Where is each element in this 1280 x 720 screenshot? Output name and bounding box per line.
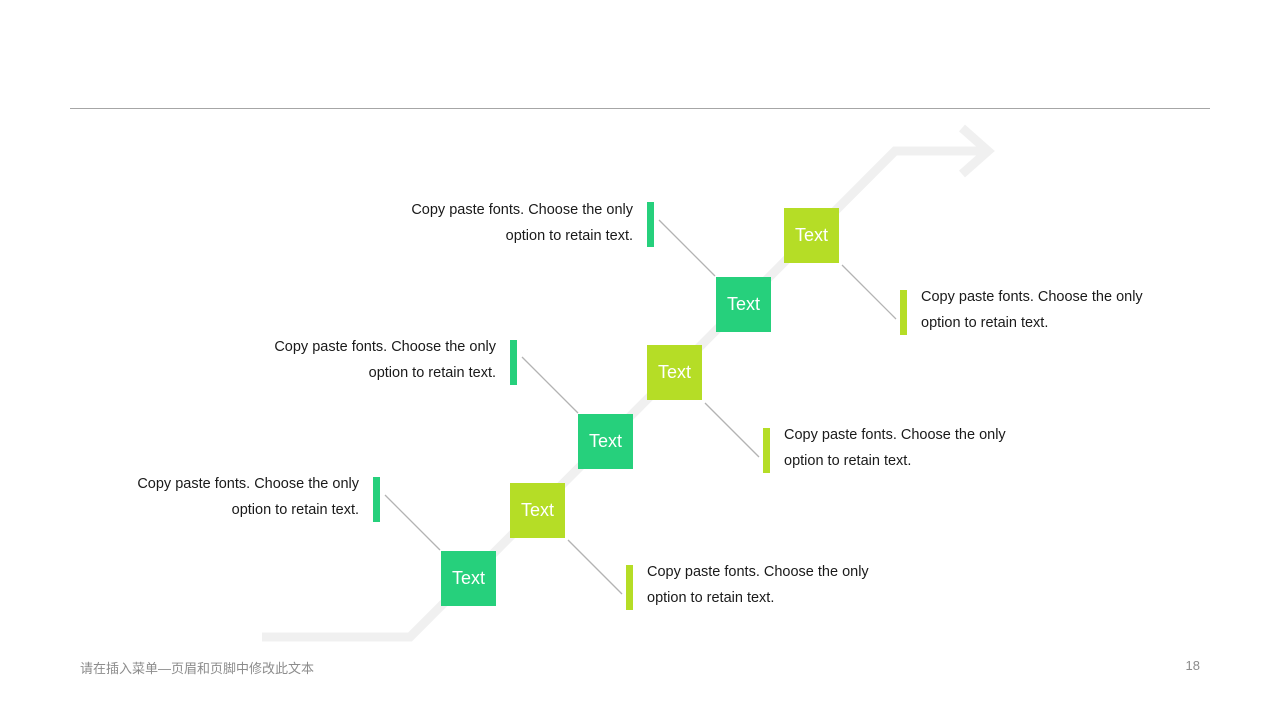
connector-line xyxy=(658,219,716,277)
step-label: Text xyxy=(451,568,485,588)
step-caption-5: Copy paste fonts. Choose the only option… xyxy=(373,197,633,249)
step-marker-bar xyxy=(373,477,380,522)
caption-line: Copy paste fonts. Choose the only xyxy=(137,476,359,492)
step-marker-bar xyxy=(647,202,654,247)
caption-line: Copy paste fonts. Choose the only xyxy=(411,202,633,218)
step-box-6: Text xyxy=(784,208,839,263)
caption-line: option to retain text. xyxy=(505,228,633,244)
step-caption-3: Copy paste fonts. Choose the only option… xyxy=(236,334,496,386)
step-caption-6: Copy paste fonts. Choose the only option… xyxy=(921,284,1181,336)
step-marker-bar xyxy=(626,565,633,610)
caption-line: Copy paste fonts. Choose the only xyxy=(921,289,1143,305)
caption-line: Copy paste fonts. Choose the only xyxy=(274,339,496,355)
step-label: Text xyxy=(794,225,828,245)
step-caption-4: Copy paste fonts. Choose the only option… xyxy=(784,422,1044,474)
step-label: Text xyxy=(588,431,622,451)
step-box-4: Text xyxy=(647,345,702,400)
step-box-1: Text xyxy=(441,551,496,606)
connector-line xyxy=(841,264,897,320)
header-divider xyxy=(70,108,1210,109)
step-caption-2: Copy paste fonts. Choose the only option… xyxy=(647,559,907,611)
step-marker-bar xyxy=(763,428,770,473)
caption-line: option to retain text. xyxy=(647,590,775,606)
arrow-head-icon xyxy=(959,124,995,178)
connector-line xyxy=(704,402,760,458)
caption-line: Copy paste fonts. Choose the only xyxy=(784,427,1006,443)
caption-line: option to retain text. xyxy=(784,453,912,469)
step-label: Text xyxy=(657,362,691,382)
connector-line xyxy=(521,356,579,414)
step-box-2: Text xyxy=(510,483,565,538)
caption-line: option to retain text. xyxy=(368,365,496,381)
step-box-5: Text xyxy=(716,277,771,332)
step-caption-1: Copy paste fonts. Choose the only option… xyxy=(99,471,359,523)
step-marker-bar xyxy=(900,290,907,335)
footer-text: 请在插入菜单—页眉和页脚中修改此文本 xyxy=(80,661,315,676)
step-label: Text xyxy=(726,294,760,314)
step-marker-bar xyxy=(510,340,517,385)
step-box-3: Text xyxy=(578,414,633,469)
caption-line: Copy paste fonts. Choose the only xyxy=(647,564,869,580)
connector-line xyxy=(567,539,623,595)
step-label: Text xyxy=(520,500,554,520)
page-number: 18 xyxy=(1185,658,1200,673)
connector-line xyxy=(384,494,441,551)
caption-line: option to retain text. xyxy=(231,502,359,518)
caption-line: option to retain text. xyxy=(921,315,1049,331)
